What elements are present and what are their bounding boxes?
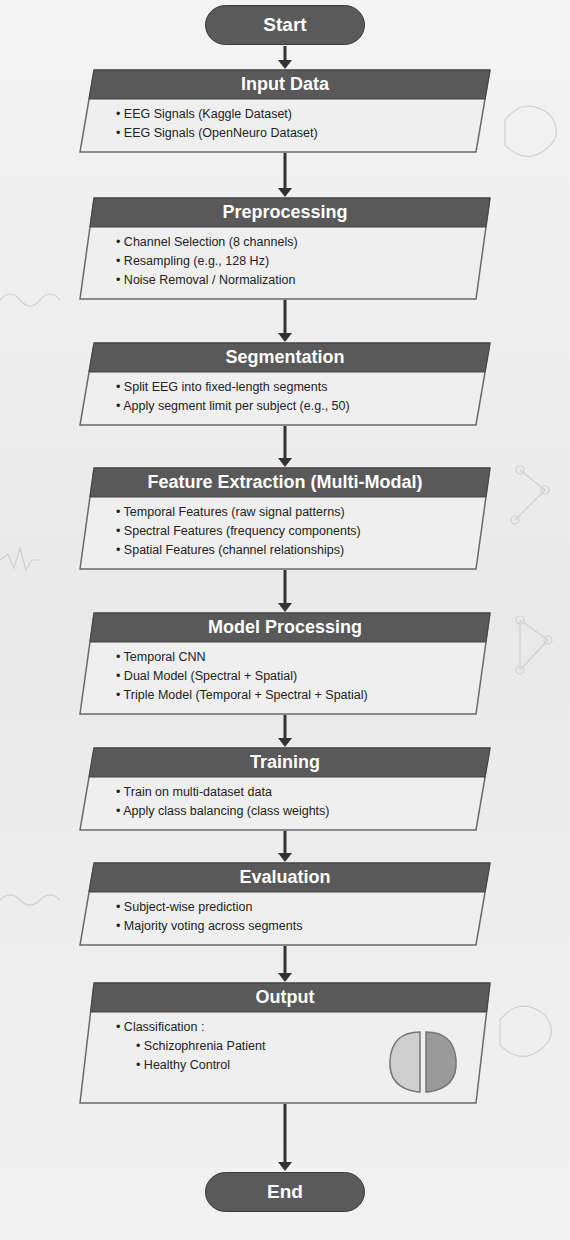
bullet-item: • Subject-wise prediction <box>80 898 490 916</box>
box-heading: Output <box>80 983 490 1012</box>
process-box: Evaluation • Subject-wise prediction• Maj… <box>80 863 490 945</box>
terminal-oval: End <box>205 1172 365 1212</box>
bullet-item: • Resampling (e.g., 128 Hz) <box>80 252 490 270</box>
flow-arrow <box>278 46 292 69</box>
flow-arrow <box>278 715 292 747</box>
bullet-item: • Temporal Features (raw signal patterns… <box>80 503 490 521</box>
flow-arrow <box>278 426 292 467</box>
bullet-item: • EEG Signals (Kaggle Dataset) <box>80 105 490 123</box>
box-heading: Input Data <box>80 70 490 99</box>
flow-arrow <box>278 300 292 342</box>
process-box: Model Processing • Temporal CNN• Dual Mod… <box>80 613 490 714</box>
box-heading: Preprocessing <box>80 198 490 227</box>
bullet-item: • Triple Model (Temporal + Spectral + Sp… <box>80 686 490 704</box>
bullet-item: • Apply segment limit per subject (e.g.,… <box>80 397 490 415</box>
bullet-item: • Spectral Features (frequency component… <box>80 522 490 540</box>
process-box: Training • Train on multi-dataset data• A… <box>80 748 490 830</box>
terminal-label: End <box>205 1172 365 1212</box>
flow-arrow <box>278 1104 292 1171</box>
flow-arrow <box>278 570 292 612</box>
bullet-item: • Channel Selection (8 channels) <box>80 233 490 251</box>
box-heading: Feature Extraction (Multi-Modal) <box>80 468 490 497</box>
bullet-item: • Majority voting across segments <box>80 917 490 935</box>
bullet-item: • Classification : <box>80 1018 490 1036</box>
bullet-item: • Noise Removal / Normalization <box>80 271 490 289</box>
process-box: Feature Extraction (Multi-Modal) • Tempor… <box>80 468 490 569</box>
bullet-item: • Healthy Control <box>80 1056 490 1074</box>
box-heading: Training <box>80 748 490 777</box>
bullet-item: • Spatial Features (channel relationship… <box>80 541 490 559</box>
flow-arrow <box>278 946 292 982</box>
flow-arrow <box>278 153 292 197</box>
bullet-item: • EEG Signals (OpenNeuro Dataset) <box>80 124 490 142</box>
box-heading: Evaluation <box>80 863 490 892</box>
process-box: Input Data • EEG Signals (Kaggle Dataset)… <box>80 70 490 152</box>
process-box: Preprocessing • Channel Selection (8 chan… <box>80 198 490 299</box>
terminal-oval: Start <box>205 5 365 45</box>
bullet-item: • Split EEG into fixed-length segments <box>80 378 490 396</box>
process-box: Output • Classification :• Schizophrenia … <box>80 983 490 1103</box>
box-heading: Model Processing <box>80 613 490 642</box>
flow-arrow <box>278 831 292 862</box>
bullet-item: • Train on multi-dataset data <box>80 783 490 801</box>
box-heading: Segmentation <box>80 343 490 372</box>
process-box: Segmentation • Split EEG into fixed-lengt… <box>80 343 490 425</box>
bullet-item: • Dual Model (Spectral + Spatial) <box>80 667 490 685</box>
bullet-item: • Temporal CNN <box>80 648 490 666</box>
bullet-item: • Apply class balancing (class weights) <box>80 802 490 820</box>
bullet-item: • Schizophrenia Patient <box>80 1037 490 1055</box>
terminal-label: Start <box>205 5 365 45</box>
